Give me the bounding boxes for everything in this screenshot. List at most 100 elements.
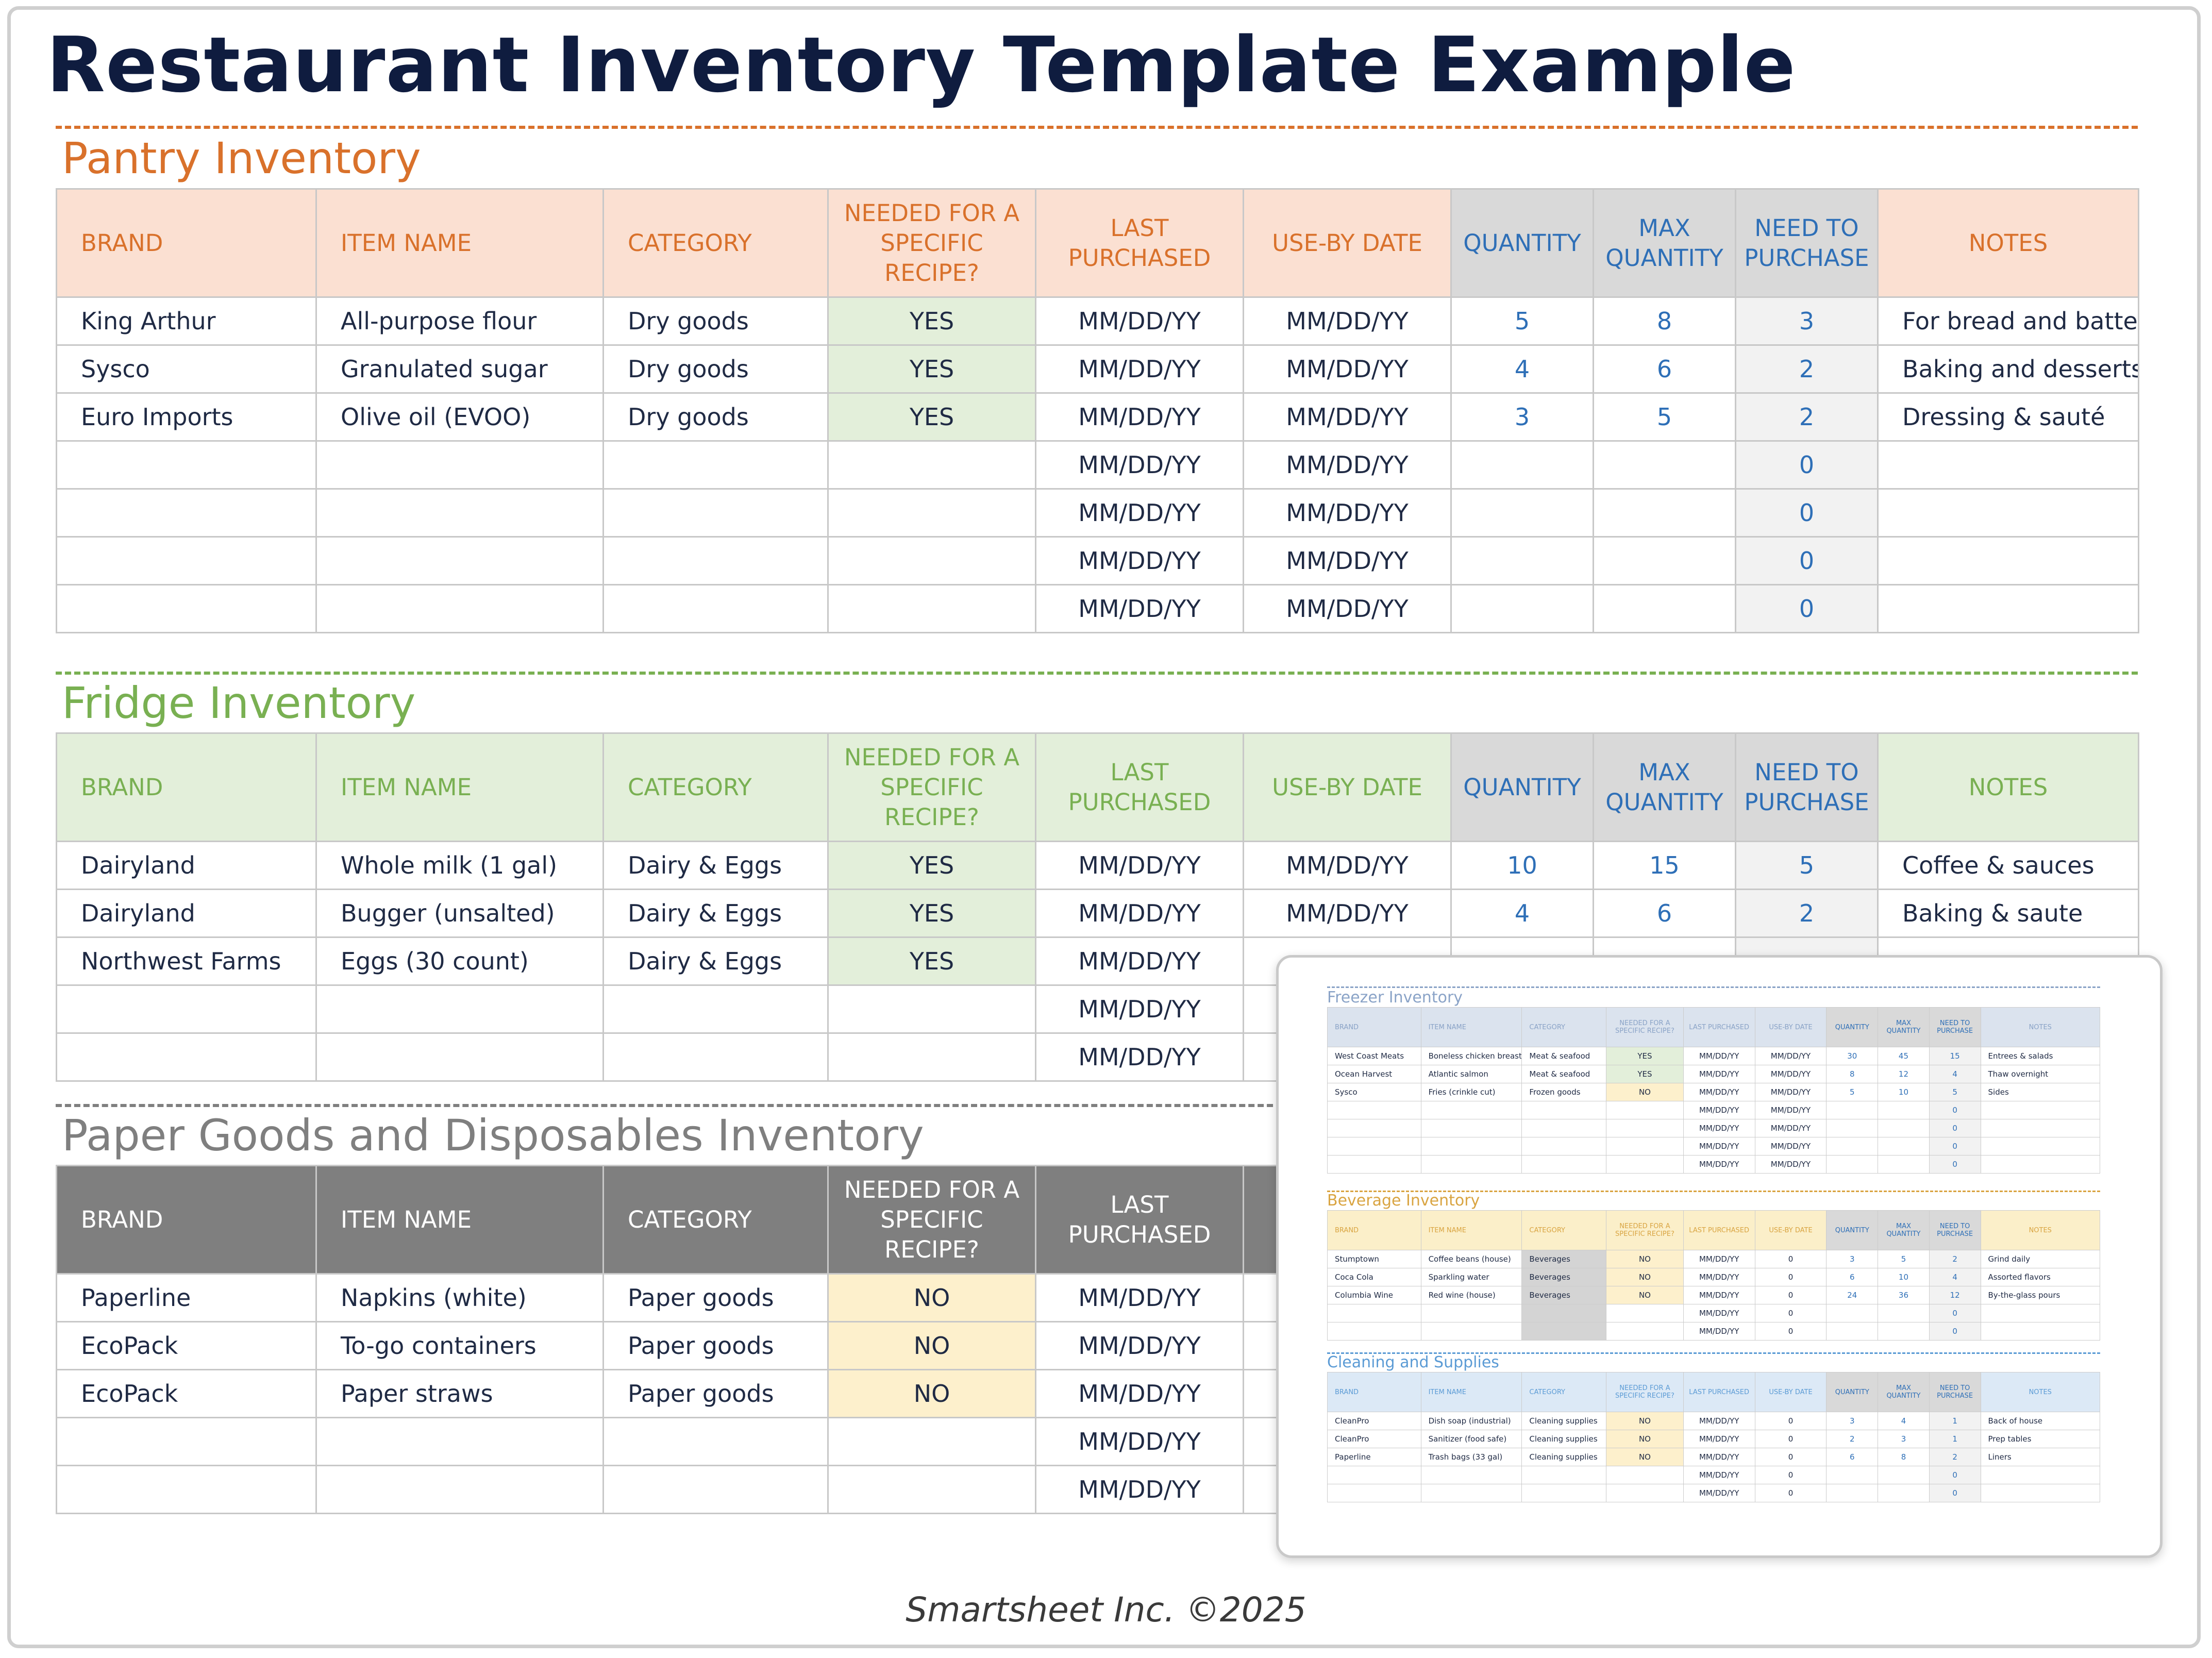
cell-item-name[interactable]: Olive oil (EVOO): [315, 392, 604, 442]
cell-category[interactable]: Dairy & Eggs: [602, 889, 829, 938]
cell-need-to-purchase[interactable]: 0: [1735, 488, 1879, 538]
cell-needed[interactable]: [827, 536, 1036, 585]
cell-max-quantity[interactable]: 5: [1593, 392, 1736, 442]
cell-item-name[interactable]: [315, 488, 604, 538]
cell-need-to-purchase[interactable]: 0: [1735, 440, 1879, 490]
cell-last-purchased[interactable]: MM/DD/YY: [1035, 392, 1244, 442]
cell-needed[interactable]: YES: [827, 841, 1036, 890]
cell-use-by[interactable]: MM/DD/YY: [1243, 344, 1452, 394]
cell-max-quantity[interactable]: [1593, 440, 1736, 490]
cell-need-to-purchase[interactable]: 2: [1735, 392, 1879, 442]
cell-category[interactable]: Dry goods: [602, 392, 829, 442]
cell-last-purchased[interactable]: MM/DD/YY: [1035, 1417, 1244, 1466]
cell-last-purchased[interactable]: MM/DD/YY: [1035, 344, 1244, 394]
cell-brand[interactable]: King Arthur: [56, 296, 317, 346]
cell-category[interactable]: [602, 488, 829, 538]
cell-category[interactable]: [602, 536, 829, 585]
cell-category[interactable]: [602, 1032, 829, 1082]
cell-item-name[interactable]: Paper straws: [315, 1369, 604, 1418]
cell-last-purchased[interactable]: MM/DD/YY: [1035, 296, 1244, 346]
cell-max-quantity[interactable]: [1593, 536, 1736, 585]
cell-brand[interactable]: [56, 984, 317, 1034]
cell-use-by[interactable]: MM/DD/YY: [1243, 536, 1452, 585]
cell-category[interactable]: [602, 1417, 829, 1466]
cell-category[interactable]: Paper goods: [602, 1369, 829, 1418]
cell-quantity[interactable]: 4: [1450, 889, 1594, 938]
cell-last-purchased[interactable]: MM/DD/YY: [1035, 1273, 1244, 1322]
cell-quantity[interactable]: [1450, 536, 1594, 585]
cell-max-quantity[interactable]: [1593, 488, 1736, 538]
cell-last-purchased[interactable]: MM/DD/YY: [1035, 936, 1244, 986]
cell-category[interactable]: Dry goods: [602, 344, 829, 394]
cell-item-name[interactable]: Napkins (white): [315, 1273, 604, 1322]
cell-brand[interactable]: [56, 584, 317, 633]
cell-brand[interactable]: [56, 1032, 317, 1082]
cell-item-name[interactable]: [315, 1465, 604, 1514]
cell-brand[interactable]: EcoPack: [56, 1321, 317, 1370]
cell-category[interactable]: Dry goods: [602, 296, 829, 346]
cell-need-to-purchase[interactable]: 0: [1735, 536, 1879, 585]
cell-brand[interactable]: [56, 1417, 317, 1466]
cell-need-to-purchase[interactable]: 3: [1735, 296, 1879, 346]
cell-needed[interactable]: YES: [827, 344, 1036, 394]
cell-needed[interactable]: [827, 488, 1036, 538]
cell-notes[interactable]: [1877, 584, 2139, 633]
cell-brand[interactable]: [56, 536, 317, 585]
cell-need-to-purchase[interactable]: 5: [1735, 841, 1879, 890]
cell-item-name[interactable]: [315, 584, 604, 633]
cell-notes[interactable]: Coffee & sauces: [1877, 841, 2139, 890]
cell-use-by[interactable]: MM/DD/YY: [1243, 440, 1452, 490]
cell-category[interactable]: [602, 984, 829, 1034]
cell-category[interactable]: [602, 440, 829, 490]
cell-item-name[interactable]: [315, 1032, 604, 1082]
cell-item-name[interactable]: [315, 1417, 604, 1466]
cell-brand[interactable]: [56, 488, 317, 538]
cell-item-name[interactable]: [315, 536, 604, 585]
cell-last-purchased[interactable]: MM/DD/YY: [1035, 889, 1244, 938]
cell-quantity[interactable]: [1450, 488, 1594, 538]
cell-use-by[interactable]: MM/DD/YY: [1243, 841, 1452, 890]
cell-use-by[interactable]: MM/DD/YY: [1243, 296, 1452, 346]
cell-last-purchased[interactable]: MM/DD/YY: [1035, 1032, 1244, 1082]
cell-item-name[interactable]: Eggs (30 count): [315, 936, 604, 986]
cell-category[interactable]: Dairy & Eggs: [602, 936, 829, 986]
cell-item-name[interactable]: Granulated sugar: [315, 344, 604, 394]
cell-needed[interactable]: NO: [827, 1369, 1036, 1418]
cell-needed[interactable]: [827, 584, 1036, 633]
cell-last-purchased[interactable]: MM/DD/YY: [1035, 984, 1244, 1034]
cell-use-by[interactable]: MM/DD/YY: [1243, 488, 1452, 538]
cell-last-purchased[interactable]: MM/DD/YY: [1035, 584, 1244, 633]
cell-last-purchased[interactable]: MM/DD/YY: [1035, 1465, 1244, 1514]
cell-needed[interactable]: [827, 984, 1036, 1034]
cell-notes[interactable]: Dressing & sauté: [1877, 392, 2139, 442]
cell-needed[interactable]: NO: [827, 1273, 1036, 1322]
cell-brand[interactable]: Sysco: [56, 344, 317, 394]
cell-brand[interactable]: Dairyland: [56, 841, 317, 890]
cell-max-quantity[interactable]: 6: [1593, 344, 1736, 394]
cell-quantity[interactable]: 10: [1450, 841, 1594, 890]
cell-max-quantity[interactable]: [1593, 584, 1736, 633]
cell-notes[interactable]: [1877, 440, 2139, 490]
cell-item-name[interactable]: To-go containers: [315, 1321, 604, 1370]
cell-brand[interactable]: Dairyland: [56, 889, 317, 938]
cell-needed[interactable]: [827, 1465, 1036, 1514]
cell-need-to-purchase[interactable]: 2: [1735, 344, 1879, 394]
cell-quantity[interactable]: 3: [1450, 392, 1594, 442]
cell-last-purchased[interactable]: MM/DD/YY: [1035, 841, 1244, 890]
cell-category[interactable]: Paper goods: [602, 1321, 829, 1370]
cell-needed[interactable]: NO: [827, 1321, 1036, 1370]
cell-max-quantity[interactable]: 6: [1593, 889, 1736, 938]
cell-category[interactable]: [602, 1465, 829, 1514]
cell-last-purchased[interactable]: MM/DD/YY: [1035, 440, 1244, 490]
cell-needed[interactable]: [827, 440, 1036, 490]
cell-last-purchased[interactable]: MM/DD/YY: [1035, 488, 1244, 538]
cell-needed[interactable]: [827, 1032, 1036, 1082]
cell-notes[interactable]: [1877, 488, 2139, 538]
cell-brand[interactable]: Northwest Farms: [56, 936, 317, 986]
cell-item-name[interactable]: [315, 984, 604, 1034]
cell-item-name[interactable]: [315, 440, 604, 490]
cell-quantity[interactable]: [1450, 584, 1594, 633]
cell-category[interactable]: Paper goods: [602, 1273, 829, 1322]
cell-category[interactable]: [602, 584, 829, 633]
